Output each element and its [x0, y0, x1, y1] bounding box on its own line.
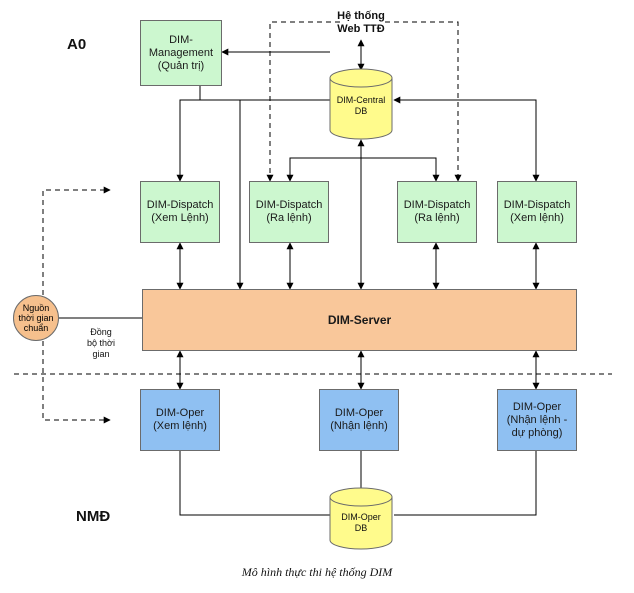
- dispatch-box-xem-lenh-1: DIM-Dispatch (Xem Lệnh): [140, 181, 220, 243]
- web-system-label: Hệ thống Web TTĐ: [337, 10, 385, 35]
- dim-server-box: DIM-Server: [142, 289, 577, 351]
- dispatch-box-ra-lenh-2: DIM-Dispatch (Ra lệnh): [397, 181, 477, 243]
- oper-db-label: DIM-Oper DB: [341, 512, 381, 533]
- dispatch-box-ra-lenh-1: DIM-Dispatch (Ra lệnh): [249, 181, 329, 243]
- time-source-circle: Nguồn thời gian chuẩn: [13, 295, 59, 341]
- oper-box-xem-lenh: DIM-Oper (Xem lệnh): [140, 389, 220, 451]
- oper-box-nhan-lenh-du-phong: DIM-Oper (Nhận lệnh - dự phòng): [497, 389, 577, 451]
- oper-box-nhan-lenh: DIM-Oper (Nhận lệnh): [319, 389, 399, 451]
- dispatch-box-xem-lenh-2: DIM-Dispatch (Xem lệnh): [497, 181, 577, 243]
- central-db-label: DIM-Central DB: [336, 95, 386, 116]
- diagram-caption: Mô hình thực thi hệ thống DIM: [241, 565, 393, 579]
- time-sync-label: Đồng bộ thời gian: [87, 327, 115, 359]
- dim-management-box: DIM- Management (Quản trị): [140, 20, 222, 86]
- zone-label-a0: A0: [67, 36, 87, 53]
- central-db-cylinder: [329, 68, 393, 140]
- oper-db-cylinder: [329, 487, 393, 550]
- zone-label-nmd: NMĐ: [76, 508, 111, 525]
